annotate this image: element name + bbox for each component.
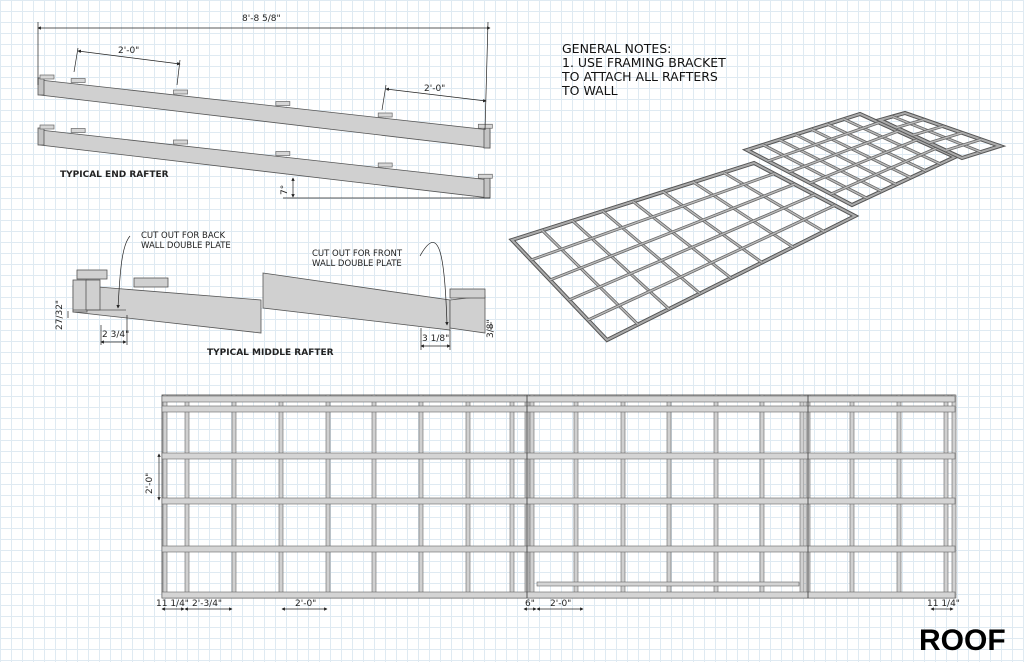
plan-rafter	[951, 394, 957, 599]
iso-purlin-face	[809, 139, 918, 184]
sheet-title: ROOF	[919, 624, 1006, 657]
iso-rafter-face	[541, 229, 639, 325]
plan-rafter	[418, 394, 424, 599]
dim-width-back: 2 3/4"	[102, 330, 130, 340]
plan-dim: 11 1/4"	[927, 599, 960, 609]
iso-panel-frame-face	[744, 112, 958, 207]
general-notes: GENERAL NOTES: 1. USE FRAMING BRACKET TO…	[562, 41, 726, 98]
notes-heading: GENERAL NOTES:	[562, 41, 672, 56]
end-rafter-dimensions	[37, 21, 491, 199]
rafter-block	[377, 162, 393, 168]
iso-purlin-face	[945, 138, 982, 152]
overall-length-dim: 8'-8 5/8"	[242, 14, 281, 24]
plan-rafter	[509, 394, 515, 599]
iso-rafter-face	[827, 123, 926, 172]
iso-purlin-face	[928, 132, 963, 144]
spacing-dim-left: 2'-0"	[118, 46, 140, 56]
iso-rafter-face	[811, 128, 912, 179]
plan-rafter	[620, 394, 626, 599]
plan-rafter	[943, 394, 949, 599]
plan-blocking	[536, 581, 800, 587]
plan-rafter	[278, 394, 284, 599]
angle-dim: 7°	[280, 184, 290, 195]
dim-width-front: 3 1/8"	[422, 334, 450, 344]
isometric-roof-frame	[508, 110, 1007, 343]
dim-height-back: 27/32"	[55, 299, 65, 330]
iso-purlin-face	[788, 130, 899, 173]
plan-rafter	[713, 394, 719, 599]
plan-dim: 2'-0"	[295, 599, 317, 609]
rafter-block	[275, 151, 291, 156]
spacing-dim-right: 2'-0"	[424, 84, 446, 94]
iso-purlin-face	[896, 118, 925, 129]
rafter-block	[477, 173, 493, 179]
iso-panel-frame-face	[877, 111, 1004, 160]
iso-purlin-face	[587, 204, 836, 321]
plan-purlin	[161, 591, 956, 599]
plan-purlin	[161, 405, 956, 413]
plan-dim: 11 1/4"	[156, 599, 189, 609]
plan-rafter	[465, 394, 471, 599]
iso-rafter-face	[843, 118, 941, 165]
rafter-block	[70, 128, 86, 133]
plan-purlin	[161, 545, 956, 553]
rafter-block	[39, 124, 55, 130]
iso-purlin-face	[767, 121, 880, 162]
iso-rafter-face	[762, 144, 868, 199]
iso-purlin-face	[912, 125, 944, 136]
rafter-block	[275, 101, 291, 106]
plan-purlin	[161, 395, 956, 403]
iso-purlin-face	[830, 147, 937, 195]
iso-rafter-face	[602, 210, 701, 295]
plan-rafter	[529, 394, 535, 599]
plan-dim: 2'-0"	[550, 599, 572, 609]
iso-rafter-face	[723, 172, 825, 233]
iso-purlin-face	[530, 172, 775, 261]
plan-rafter	[799, 394, 805, 599]
iso-purlin-face	[549, 183, 795, 281]
iso-rafter-face	[892, 115, 982, 153]
plan-rafter	[325, 394, 331, 599]
plan-rafter	[231, 394, 237, 599]
roof-plan-view	[161, 394, 957, 599]
dim-height-front: 3/8"	[486, 319, 496, 338]
rafter-blocks	[39, 74, 493, 179]
rafter-block	[173, 89, 188, 95]
plan-dim: 6"	[525, 599, 535, 609]
iso-panel-frame-face	[510, 161, 858, 342]
plan-purlin	[161, 497, 956, 505]
middle-rafter-dimensions	[67, 235, 492, 350]
plan-rafter	[759, 394, 765, 599]
plan-rafter	[896, 394, 902, 599]
plan-dimensions	[157, 453, 954, 611]
plan-rafter	[666, 394, 672, 599]
iso-purlin-face	[568, 194, 815, 301]
iso-rafter-face	[778, 139, 882, 192]
middle-rafter	[72, 269, 486, 334]
iso-rafter-face	[693, 181, 794, 248]
iso-rafter-face	[662, 191, 763, 264]
rafter-block	[39, 74, 55, 80]
iso-rafter-face	[632, 200, 732, 279]
plan-vertical-dim: 2'-0"	[145, 472, 155, 494]
end-rafter-top	[37, 77, 491, 149]
rafter-block	[70, 78, 86, 83]
plan-purlin	[161, 452, 956, 460]
middle-rafter-label: TYPICAL MIDDLE RAFTER	[207, 348, 334, 358]
plan-dim: 2'-3/4"	[192, 599, 223, 609]
rafter-block	[377, 112, 393, 118]
plan-rafter	[371, 394, 377, 599]
plan-rafter	[184, 394, 190, 599]
plan-rafter	[162, 394, 168, 599]
end-rafter-label: TYPICAL END RAFTER	[60, 170, 169, 180]
iso-rafter-face	[795, 133, 897, 186]
iso-rafter-face	[572, 220, 670, 310]
plan-rafter	[573, 394, 579, 599]
rafter-block	[173, 139, 188, 145]
plan-rafter	[849, 394, 855, 599]
